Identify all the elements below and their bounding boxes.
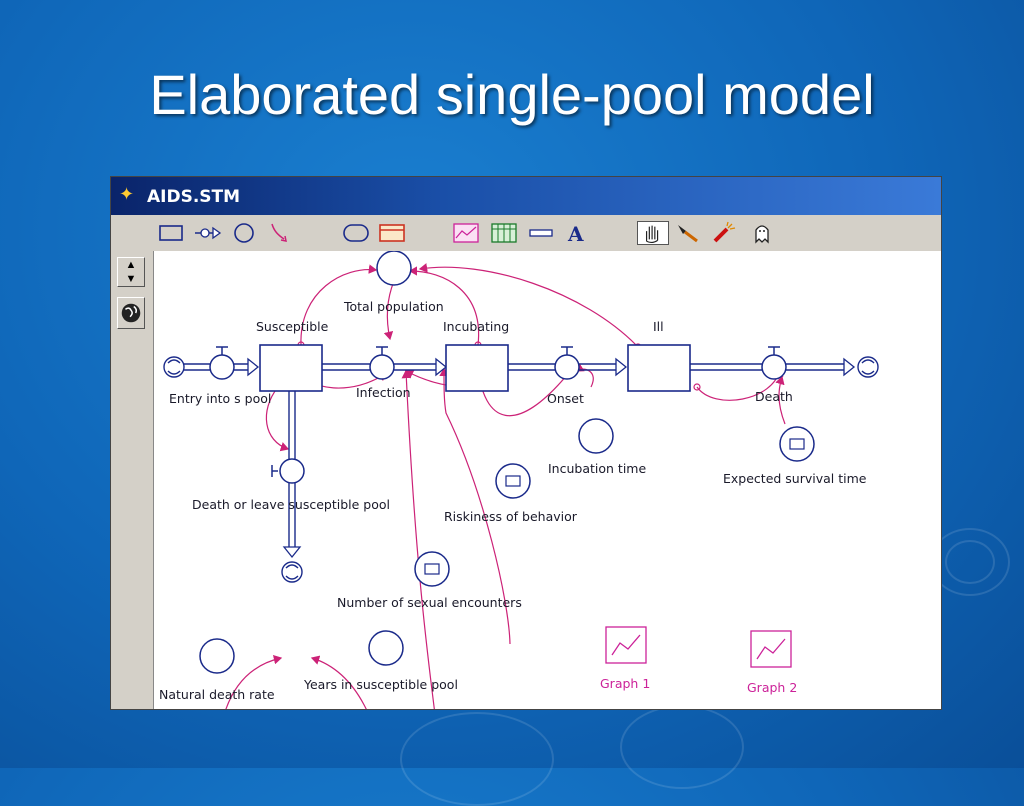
sector-tool-icon[interactable] xyxy=(377,221,407,245)
stella-window: ✦ AIDS.STM xyxy=(110,176,942,710)
label-years-in-pool: Years in susceptible pool xyxy=(303,677,458,692)
label-leave: Death or leave susceptible pool xyxy=(192,497,390,512)
flow-valves xyxy=(209,346,787,484)
stock-susceptible[interactable] xyxy=(259,344,323,392)
connector-riskiness-infection[interactable] xyxy=(439,367,511,645)
text-tool-icon[interactable]: A xyxy=(563,221,591,245)
globe-icon[interactable] xyxy=(117,297,145,329)
scroll-up-down-button[interactable]: ▲▼ xyxy=(117,257,145,287)
app-icon: ✦ xyxy=(119,184,135,205)
converter-years-in-pool[interactable] xyxy=(368,630,404,666)
label-sexual-encounters: Number of sexual encounters xyxy=(337,595,522,610)
paintbrush-tool-icon[interactable] xyxy=(673,221,703,245)
graph-tool-icon[interactable] xyxy=(451,221,481,245)
decor-ripple xyxy=(930,528,1010,596)
converter-natural-death-rate[interactable] xyxy=(199,638,235,674)
connector-tool-icon[interactable] xyxy=(266,221,292,245)
valve-entry[interactable] xyxy=(209,346,235,380)
slide-title: Elaborated single-pool model xyxy=(149,63,875,126)
connector-susceptible-total[interactable] xyxy=(300,264,378,346)
stock-tool-icon[interactable] xyxy=(157,221,185,245)
label-expected-survival-time: Expected survival time xyxy=(723,471,867,486)
svg-text:A: A xyxy=(567,222,584,245)
ghost-tool-icon[interactable] xyxy=(747,221,777,245)
cloud-icons xyxy=(163,356,879,583)
converter-total-population[interactable] xyxy=(376,251,412,286)
label-graph2: Graph 2 xyxy=(747,680,797,695)
toolbar: A xyxy=(111,215,941,252)
stock-ill[interactable] xyxy=(627,344,691,392)
graph1-pad-icon[interactable] xyxy=(605,626,647,664)
connector-ill-total[interactable] xyxy=(418,263,639,348)
label-infection: Infection xyxy=(356,385,411,400)
connector-susceptible-leave[interactable] xyxy=(265,386,290,452)
valve-infection[interactable] xyxy=(369,346,395,380)
valve-onset[interactable] xyxy=(554,346,580,380)
label-onset: Onset xyxy=(547,391,584,406)
connector-encounters-infection[interactable] xyxy=(401,369,436,709)
valve-leave[interactable] xyxy=(271,458,305,484)
converters xyxy=(199,251,815,674)
label-natural-death-rate: Natural death rate xyxy=(159,687,275,702)
valve-death[interactable] xyxy=(761,346,787,380)
hand-tool-icon[interactable] xyxy=(637,221,669,245)
dynamite-tool-icon[interactable] xyxy=(709,221,739,245)
diagram-canvas[interactable]: Total population Susceptible Incubating … xyxy=(153,251,941,709)
converter-graph-markers xyxy=(424,438,805,575)
table-tool-icon[interactable] xyxy=(489,221,519,245)
window-titlebar[interactable]: ✦ AIDS.STM xyxy=(111,177,941,215)
flow-tool-icon[interactable] xyxy=(193,221,223,245)
label-incubation-time: Incubation time xyxy=(548,461,646,476)
graph2-pad-icon[interactable] xyxy=(750,630,792,668)
connector-years-leave[interactable] xyxy=(310,655,387,709)
label-riskiness: Riskiness of behavior xyxy=(444,509,578,524)
connector-natural-death-leave[interactable] xyxy=(216,654,283,709)
graph-pads xyxy=(605,626,792,668)
numeric-display-tool-icon[interactable] xyxy=(527,221,555,245)
label-incubating: Incubating xyxy=(443,319,509,334)
connector-survival-death[interactable] xyxy=(775,375,786,425)
left-panel: ▲▼ xyxy=(111,251,153,709)
connector-total-infection[interactable] xyxy=(383,280,395,341)
label-susceptible: Susceptible xyxy=(256,319,329,334)
decor-ripple xyxy=(400,712,554,806)
label-death: Death xyxy=(755,389,793,404)
decor-ripple xyxy=(620,705,744,789)
model-diagram: Total population Susceptible Incubating … xyxy=(159,251,879,709)
window-title: AIDS.STM xyxy=(147,187,241,207)
label-ill: Ill xyxy=(653,319,664,334)
label-total-population: Total population xyxy=(343,299,444,314)
label-entry: Entry into s pool xyxy=(169,391,271,406)
stock-incubating[interactable] xyxy=(445,344,509,392)
converter-incubation-time[interactable] xyxy=(578,418,614,454)
decision-process-tool-icon[interactable] xyxy=(341,221,371,245)
connectors xyxy=(216,263,786,709)
flow-arrowheads xyxy=(247,357,856,559)
converter-tool-icon[interactable] xyxy=(231,221,257,245)
label-graph1: Graph 1 xyxy=(600,676,650,691)
stocks xyxy=(259,344,691,392)
